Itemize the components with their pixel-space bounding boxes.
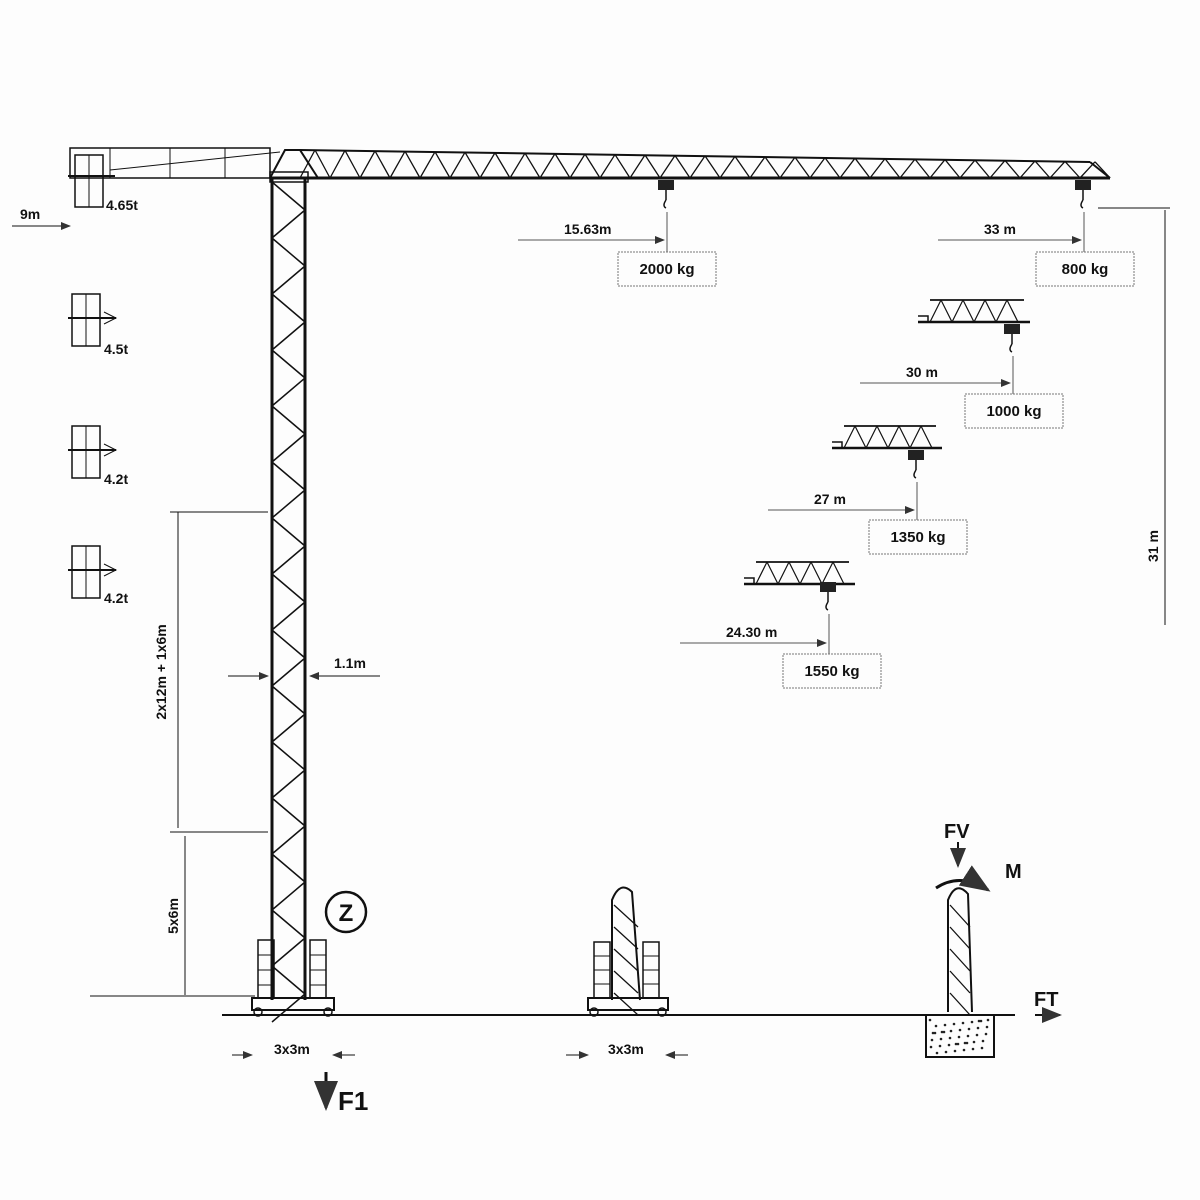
upper-sections-label: 2x12m + 1x6m	[153, 624, 169, 719]
base-2-size-label: 3x3m	[608, 1041, 644, 1057]
counterweight-label-3: 4.2t	[104, 471, 128, 487]
jib-radius-label: 30 m	[906, 364, 938, 380]
load-capacity-label: 2000 kg	[639, 261, 694, 278]
concrete-block	[928, 1018, 990, 1055]
slewing-ring	[269, 171, 309, 183]
vertical-force-label: FV	[944, 821, 970, 843]
jib-radius-label: 27 m	[814, 491, 846, 507]
horizontal-force-label: FT	[1034, 989, 1058, 1011]
load-capacity-label: 800 kg	[1062, 261, 1109, 278]
jib-apex	[269, 149, 319, 179]
moment-label: M	[1005, 861, 1022, 883]
jib-config-3: 30 m 1000 kg	[860, 299, 1064, 429]
jib-radius-label: 15.63m	[564, 221, 611, 237]
dimension-lines	[12, 207, 1170, 1059]
mast-width-label: 1.1m	[334, 655, 366, 671]
jib-config-2: 33 m 800 kg	[938, 180, 1135, 287]
base-force-label: F1	[338, 1086, 368, 1116]
counterweight-label-2: 4.5t	[104, 341, 128, 357]
base-2	[587, 886, 669, 1017]
foundation-section	[925, 887, 995, 1058]
jib-config-1: 15.63m 2000 kg	[518, 180, 717, 287]
zone-marker-circle	[324, 890, 368, 934]
counterweight-label-4: 4.2t	[104, 590, 128, 606]
jib-config-4: 27 m 1350 kg	[768, 425, 968, 555]
base-1-size-label: 3x3m	[274, 1041, 310, 1057]
counterjib	[68, 147, 281, 208]
jib-radius-label: 24.30 m	[726, 624, 777, 640]
counterweight-stack-3	[68, 425, 118, 479]
mast	[270, 178, 307, 1023]
jib	[270, 149, 1111, 180]
load-capacity-label: 1550 kg	[804, 663, 859, 680]
counterweight-stack-4	[68, 545, 118, 599]
zone-marker-label: Z	[339, 900, 354, 927]
load-capacity-label: 1000 kg	[986, 403, 1041, 420]
base-1	[251, 939, 335, 1017]
jib-configurations: 15.63m 2000 kg 33 m 800 kg 30 m 1000 kg 27 m 13…	[518, 180, 1135, 689]
lower-sections-label: 5x6m	[165, 898, 181, 934]
jib-radius-label: 33 m	[984, 221, 1016, 237]
counterweight-label-1: 4.65t	[106, 197, 138, 213]
counterweight-stack-2	[68, 293, 118, 347]
counterjib-length-label: 9m	[20, 206, 40, 222]
jib-config-5: 24.30 m 1550 kg	[680, 561, 882, 689]
hook-height-label: 31 m	[1145, 530, 1161, 562]
load-capacity-label: 1350 kg	[890, 529, 945, 546]
force-arrows	[314, 842, 1062, 1111]
